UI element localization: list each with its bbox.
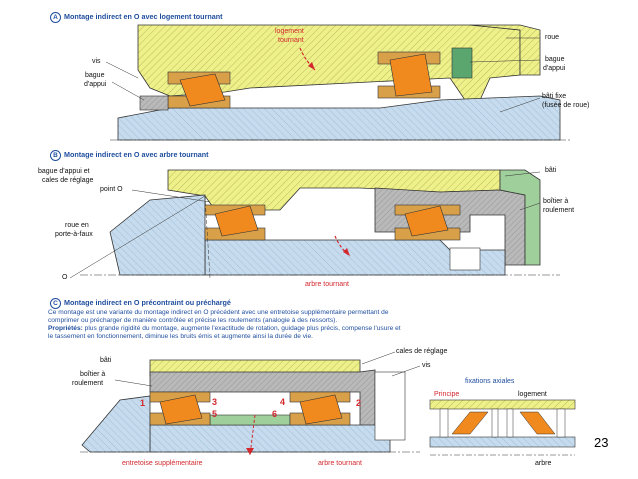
bearing-b-left-roller: [214, 205, 259, 237]
label-arbre-tournant-b: arbre tournant: [305, 281, 349, 288]
label-tournant: tournant: [278, 37, 304, 44]
rotation-arrow-a: [299, 47, 316, 71]
bearing-a-left-roller: [179, 73, 226, 107]
bearing-number-6: 6: [272, 409, 278, 419]
nut-a: [139, 95, 169, 111]
label-dappui-right-a: d'appui: [543, 65, 566, 72]
bearing-a-right-roller: [389, 53, 433, 97]
section-b-letter: B: [50, 150, 61, 161]
label-entretoise: entretoise supplémentaire: [122, 460, 203, 467]
drawing-c: [80, 351, 576, 456]
page-number: 23: [594, 435, 609, 450]
label-cales-reglage: cales de réglage: [396, 348, 448, 355]
label-fixations-axiales: fixations axiales: [465, 378, 515, 385]
arbre-c: [149, 424, 391, 453]
label-roue-en: roue en: [65, 222, 89, 229]
bearing-number-4: 4: [280, 397, 286, 407]
label-bati-fixe: bâti fixe: [542, 93, 567, 100]
section-c-letter: C: [50, 298, 61, 309]
principle-diagram: [429, 399, 576, 456]
label-bague-a: bague: [85, 72, 105, 79]
drawing-a: [105, 24, 570, 141]
label-boitier-b-1: boîtier à: [543, 198, 569, 205]
label-vis-a: vis: [92, 58, 101, 65]
label-fusee: (fusée de roue): [542, 102, 590, 109]
bearing-b-right-roller: [404, 205, 449, 237]
label-boitier-b-2: roulement: [543, 207, 575, 214]
section-c-description: Ce montage est une variante du montage i…: [48, 309, 401, 340]
section-a-letter: A: [50, 12, 61, 23]
drawing-b: [69, 169, 560, 279]
label-dappui-a: d'appui: [84, 81, 107, 88]
bearing-c-right-roller: [299, 394, 343, 425]
label-o: O: [62, 274, 68, 281]
bearing-number-3: 3: [212, 397, 218, 407]
label-point-o: point O: [100, 186, 123, 193]
bearing-number-2: 2: [356, 398, 362, 408]
label-logement-c: logement: [518, 391, 547, 398]
rotation-arrow-b: [334, 235, 351, 257]
label-arbre-tournant-c: arbre tournant: [318, 460, 362, 467]
bearing-number-1: 1: [140, 398, 146, 408]
label-vis-c: vis: [422, 362, 431, 369]
label-boitier-c-2: roulement: [72, 380, 104, 387]
housing-b-green: [499, 169, 541, 266]
label-logement: logement: [275, 28, 304, 35]
wheel-b: [109, 194, 206, 276]
label-principe: Principe: [434, 391, 460, 398]
bearing-number-5: 5: [212, 409, 218, 419]
spacer-c: [209, 414, 291, 426]
label-boitier-c-1: boîtier à: [80, 371, 106, 378]
label-roue-a: roue: [545, 34, 560, 41]
label-bati-b: bâti: [545, 167, 557, 174]
label-bague-cales-2: cales de réglage: [42, 177, 94, 184]
label-bague-cales-1: bague d'appui et: [38, 168, 90, 175]
label-porte-a-faux: porte-à-faux: [55, 231, 93, 238]
label-arbre-c: arbre: [535, 460, 552, 467]
bearing-c-left-roller: [159, 394, 203, 425]
ring-a-green: [451, 47, 473, 79]
label-bague-right-a: bague: [545, 56, 565, 63]
label-bati-c: bâti: [100, 357, 112, 364]
wheel-a: [469, 24, 541, 76]
